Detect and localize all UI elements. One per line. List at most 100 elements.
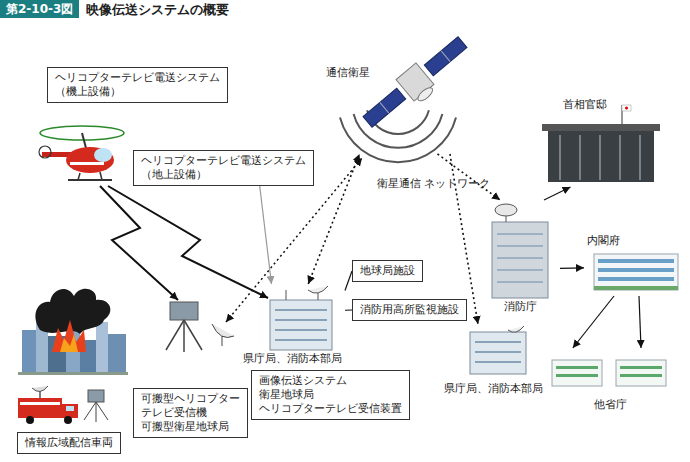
building-node: 消防庁 <box>480 200 560 314</box>
building <box>492 222 548 298</box>
building-node: 県庁局、消防本部局 <box>240 284 345 366</box>
building <box>560 135 640 180</box>
building <box>492 204 548 298</box>
callout-text: 画像伝送システム 衛星地球局 ヘリコプターテレビ受信装置 <box>259 374 402 416</box>
building <box>497 281 543 283</box>
building <box>620 366 662 369</box>
caption-text: 首相官邸 <box>562 98 608 112</box>
building <box>270 300 332 350</box>
fire-scene <box>60 334 78 352</box>
callout-text: 消防用高所監視施設 <box>360 303 459 317</box>
fire-scene <box>18 289 128 375</box>
helicopter <box>94 148 112 162</box>
building <box>475 342 521 362</box>
portable-receiver <box>170 302 198 320</box>
building <box>470 326 526 374</box>
building <box>497 269 543 271</box>
building <box>552 360 666 386</box>
relay-vehicle <box>26 416 34 424</box>
building <box>556 366 598 369</box>
caption-text: 通信衛星 <box>325 66 371 80</box>
building <box>598 259 674 263</box>
building <box>579 135 581 180</box>
building <box>470 332 526 374</box>
fire-scene <box>35 289 110 334</box>
portable-receiver <box>166 320 184 350</box>
fire-scene <box>18 372 128 375</box>
portable-receiver <box>212 324 234 338</box>
building <box>599 135 601 180</box>
helicopter <box>68 179 112 181</box>
helicopter <box>82 133 86 148</box>
building <box>495 204 517 216</box>
helicopter <box>39 146 51 158</box>
fire-scene <box>22 330 36 372</box>
building <box>275 339 327 341</box>
connector-arrow <box>573 296 614 348</box>
satellite <box>359 31 476 137</box>
relay-vehicle <box>96 402 97 422</box>
building <box>286 290 287 300</box>
connector-arrow <box>345 309 352 310</box>
relay-vehicle <box>84 402 96 420</box>
radio-link <box>108 186 268 298</box>
relay-vehicle <box>88 390 104 402</box>
callout-text: ヘリコプターテレビ電送システム （機上設備） <box>55 71 220 99</box>
figure-title: 映像伝送システムの概要 <box>86 1 229 19</box>
callout-box: 画像伝送システム 衛星地球局 ヘリコプターテレビ受信装置 <box>251 370 410 420</box>
building <box>598 277 674 281</box>
callout-text: 地球局施設 <box>360 264 415 278</box>
portable-receiver <box>184 320 202 350</box>
caption-text: 内閣府 <box>586 234 621 248</box>
satellite <box>424 37 467 76</box>
caption-text: 消防庁 <box>503 300 538 314</box>
building-node: 他省庁 <box>548 348 672 412</box>
portable-receiver <box>183 320 185 352</box>
building <box>275 319 327 321</box>
connector-arrow <box>560 267 584 269</box>
helicopter <box>100 172 102 180</box>
building <box>475 341 521 343</box>
relay-vehicle <box>62 404 78 418</box>
callout-text: 情報広域配信車両 <box>25 436 113 450</box>
building <box>616 360 666 386</box>
network-label: 衛星通信 ネットワーク <box>377 177 491 191</box>
building <box>497 257 543 259</box>
satellite <box>416 85 435 103</box>
satellite <box>441 51 450 62</box>
portable-receiver <box>222 336 223 346</box>
satellite <box>380 102 389 113</box>
fire-scene <box>108 334 126 372</box>
building <box>275 329 327 331</box>
relay-vehicle <box>64 416 72 424</box>
callout-box: 消防用高所監視施設 <box>352 299 467 321</box>
building <box>542 105 660 182</box>
building <box>556 374 598 377</box>
satellite-node: 通信衛星 <box>322 36 472 154</box>
fire-scene <box>96 322 108 372</box>
building-node: 内閣府 <box>584 232 684 296</box>
building <box>275 310 327 340</box>
building <box>598 259 674 281</box>
building <box>542 124 660 131</box>
building <box>508 326 524 332</box>
building <box>497 245 543 247</box>
callout-text: ヘリコプターテレビ電送システム （地上設備） <box>141 154 306 182</box>
building-node: 県庁局、消防本部局 <box>440 324 546 396</box>
building <box>497 234 543 282</box>
relay-vehicle <box>20 402 60 405</box>
helicopter <box>78 173 80 180</box>
building <box>548 131 654 182</box>
building <box>270 286 332 350</box>
building <box>552 360 602 386</box>
helicopter <box>39 126 124 180</box>
relay-vehicle <box>18 386 108 424</box>
satellite <box>363 88 406 127</box>
callout-text: 可搬型ヘリコプター テレビ受信機 可搬型衛星地球局 <box>141 392 240 434</box>
connector-arrow <box>345 271 352 291</box>
building <box>475 351 521 353</box>
callout-box: 可搬型ヘリコプター テレビ受信機 可搬型衛星地球局 <box>133 388 248 438</box>
building <box>308 286 328 293</box>
building <box>619 135 621 180</box>
